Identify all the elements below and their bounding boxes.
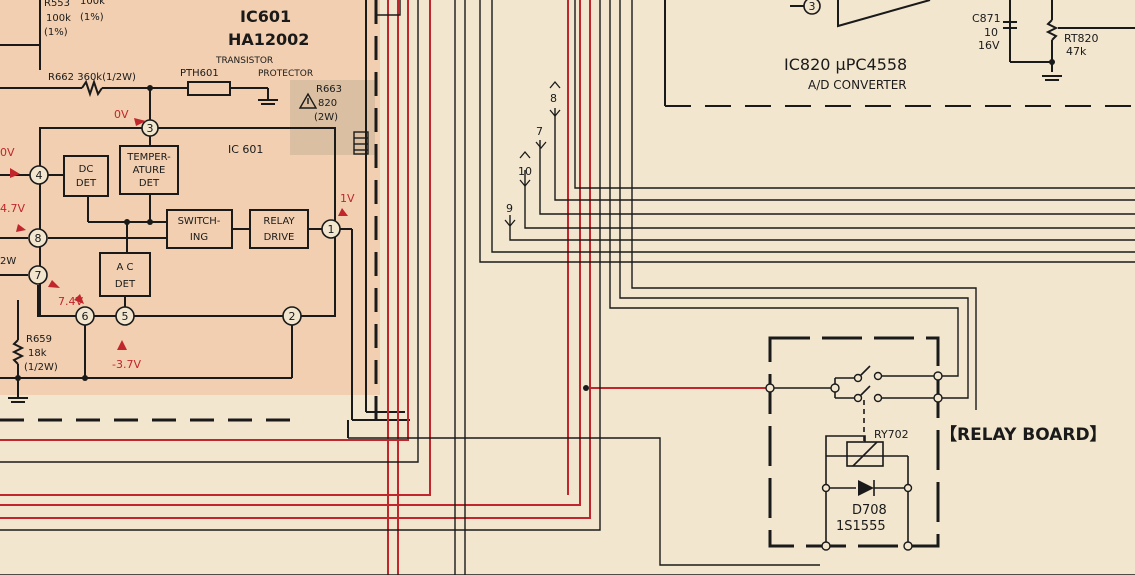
- diode-icon: [858, 480, 874, 496]
- r553-side-value: 100k: [80, 0, 105, 7]
- voltage-annotations: 0V 0V 4.7V 7.4V -3.7V 1V: [0, 108, 355, 371]
- ic601-highlight-area: [0, 0, 380, 395]
- ic820-section: [664, 0, 1135, 107]
- r553-tol: (1%): [44, 27, 68, 38]
- dc-det-line1: DC: [79, 164, 94, 175]
- ic601-block-label: IC 601: [228, 143, 263, 156]
- relay-board: 【RELAY BOARD】 RY702 D708 1S1555: [765, 336, 1107, 551]
- pin-4: [29, 165, 49, 185]
- r553-side-tol: (1%): [80, 12, 104, 23]
- protector-line1: TRANSISTOR: [215, 56, 273, 66]
- ic601-section: [0, 0, 410, 438]
- fusible-resistor-icon: [353, 131, 369, 155]
- bus-lines-red: [0, 0, 770, 575]
- connector-chevrons: [504, 80, 561, 228]
- connector-pin-10: 10: [518, 165, 532, 178]
- relay-board-outline: [768, 336, 940, 548]
- ic601-pin-numbers: 3 4 8 7 6 5 2 1: [35, 122, 335, 323]
- pin-3: [141, 119, 159, 137]
- switching-line1: SWITCH-: [178, 216, 221, 227]
- pin-8: [28, 228, 48, 248]
- ic601-part: HA12002: [228, 30, 309, 49]
- connector-pin-8: 8: [550, 92, 557, 105]
- left-partial-label: 2W: [0, 256, 16, 267]
- r659-label: R659: [26, 334, 52, 345]
- connector-pin-9: 9: [506, 202, 513, 215]
- r662-label: R662 360k(1/2W): [48, 72, 136, 83]
- c871-label: C871: [972, 12, 1001, 25]
- temp-det-line1: TEMPER-: [126, 152, 171, 163]
- pin-1: [321, 219, 341, 239]
- ic820-pin-3: [803, 0, 821, 15]
- warning-triangle-icon: [298, 92, 318, 109]
- pin-2: [282, 306, 302, 326]
- ic601-title: IC601: [240, 7, 291, 26]
- pin-1-label: 1: [328, 223, 335, 236]
- ac-det-line2: DET: [115, 279, 136, 290]
- ic601-labels: IC601 HA12002 IC 601 DC DET TEMPER- ATUR…: [0, 0, 342, 373]
- ic820-title: IC820 μPC4558: [784, 55, 907, 74]
- r663-watt: (2W): [314, 112, 338, 123]
- pin-5-label: 5: [122, 310, 129, 323]
- r553-value: 100k: [46, 13, 71, 24]
- relay-label: RY702: [874, 428, 909, 441]
- temp-det-line2: ATURE: [133, 165, 166, 176]
- junction-dots: [15, 85, 589, 391]
- voltage-arrows: [10, 118, 348, 350]
- pin1-voltage: 1V: [340, 192, 355, 205]
- relay-drive-line1: RELAY: [263, 216, 295, 227]
- pin5-voltage: -3.7V: [112, 358, 141, 371]
- ic820-subtitle: A/D CONVERTER: [808, 78, 907, 92]
- ic820-ground-dot: [1049, 59, 1055, 65]
- c871-value: 10: [984, 26, 998, 39]
- r663-highlight: [290, 80, 375, 155]
- temp-det-line3: DET: [139, 178, 160, 189]
- relay-board-title: 【RELAY BOARD】: [940, 424, 1107, 445]
- r553-label: R553: [44, 0, 70, 9]
- switching-line2: ING: [190, 232, 208, 243]
- pin-3-label: 3: [147, 122, 154, 135]
- dc-det-line2: DET: [76, 178, 97, 189]
- diode-label: D708: [852, 503, 887, 518]
- pin-7-label: 7: [35, 269, 42, 282]
- protector-line2: PROTECTOR: [258, 69, 313, 79]
- ic601-pins: [28, 119, 341, 326]
- pin-4-label: 4: [36, 169, 43, 182]
- r663-value: 820: [318, 98, 337, 109]
- pin-6: [75, 306, 95, 326]
- pin-8-label: 8: [35, 232, 42, 245]
- connector-pin-7: 7: [536, 125, 543, 138]
- ac-det-line1: A C: [116, 262, 133, 273]
- pth601-label: PTH601: [180, 68, 219, 79]
- pin4-voltage: 0V: [0, 146, 15, 159]
- diode-part: 1S1555: [836, 519, 886, 534]
- pin3-voltage: 0V: [114, 108, 129, 121]
- rt820-value: 47k: [1066, 45, 1087, 58]
- r663-label: R663: [316, 84, 342, 95]
- ic820-labels: IC820 μPC4558 A/D CONVERTER C871 10 16V …: [784, 12, 1099, 92]
- connector-labels: 8 7 10 9: [506, 92, 557, 215]
- rt820-label: RT820: [1064, 32, 1099, 45]
- c871-voltage: 16V: [978, 39, 1000, 52]
- pin8-voltage: 4.7V: [0, 202, 25, 215]
- ic820-pin-3-label: 3: [809, 0, 816, 13]
- pin-7: [28, 265, 48, 285]
- pin-2-label: 2: [289, 310, 296, 323]
- pin-5: [115, 306, 135, 326]
- r659-watt: (1/2W): [24, 362, 58, 373]
- pin-6-label: 6: [82, 310, 89, 323]
- relay-drive-line2: DRIVE: [264, 232, 295, 243]
- r659-value: 18k: [28, 348, 47, 359]
